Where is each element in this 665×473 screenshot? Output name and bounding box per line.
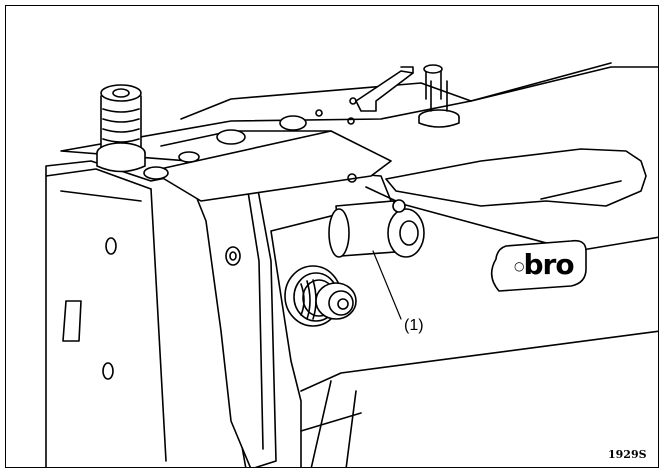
figure-number: 1929S bbox=[608, 448, 647, 461]
top-cover bbox=[143, 97, 392, 202]
callout-label-1: (1) bbox=[404, 317, 424, 334]
presser-lifter bbox=[355, 64, 460, 128]
brand-plate bbox=[490, 239, 587, 292]
thread-tension-knob bbox=[284, 265, 357, 327]
callout-leader-line bbox=[372, 250, 402, 320]
lever-handle bbox=[385, 148, 647, 207]
figure-frame: ○bro (1) 1929S bbox=[5, 5, 659, 468]
logo-dot-icon: ○ bbox=[514, 259, 525, 273]
bobbin-winder-shaft bbox=[328, 173, 425, 258]
pressure-regulator-screw bbox=[96, 84, 146, 173]
sewing-machine-illustration bbox=[45, 62, 658, 467]
brand-logo: ○bro bbox=[514, 248, 575, 281]
